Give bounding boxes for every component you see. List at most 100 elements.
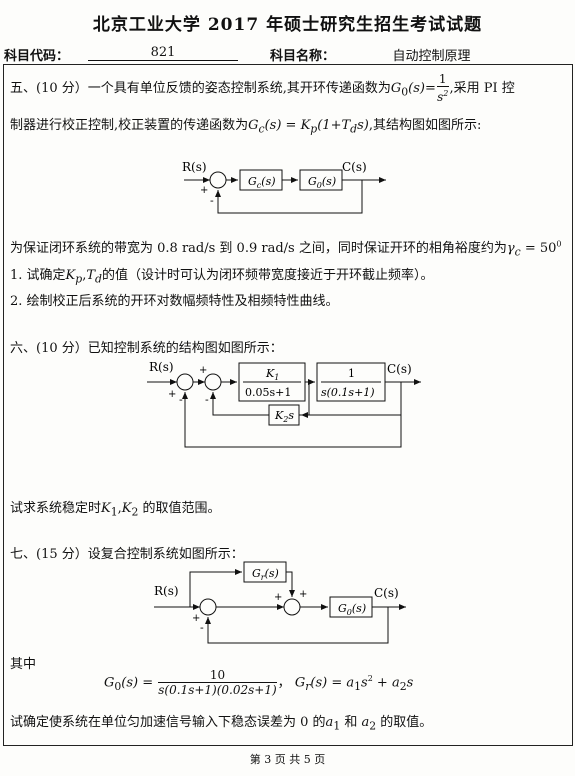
q5-s: s) (357, 118, 369, 133)
q7-ask-a1: a (325, 715, 334, 730)
q7-g0-mid: (s) = (121, 675, 154, 691)
q6-plus-2: + (199, 365, 207, 376)
subject-name-value: 自动控制原理 (354, 45, 509, 65)
q6-plus-1: + (168, 389, 176, 400)
q5-gc: G (248, 118, 259, 133)
subject-info: 科目代码： 821 科目名称： 自动控制原理 (4, 43, 572, 65)
q7-ask-a1sub: 1 (333, 719, 341, 733)
q5-frac-den: s2 (437, 87, 449, 104)
q5-line2-b: ,其结构图如图所示: (368, 118, 482, 133)
q6-k1-den: 0.05s+1 (245, 386, 291, 399)
q7-output-label: C(s) (374, 586, 399, 600)
q6-ask-a: 试求系统稳定时 (10, 501, 102, 516)
q5-req-deg: 0 (556, 239, 562, 249)
q7-gr-t3: s (406, 675, 414, 691)
q7-gr-s2: 2 (399, 680, 407, 694)
q5-gamma: γ (506, 241, 515, 256)
q5-item1-b: 的值（设计时可认为闭环频带宽度接近于开环截止频率）。 (101, 268, 434, 283)
q6-minus-1: - (179, 393, 183, 406)
q5-gs: (s)= (408, 81, 436, 96)
q5-gc-sub: c (258, 122, 265, 136)
q6-ask-k1: K (101, 501, 111, 516)
q6-ask-k2sub: 2 (131, 505, 139, 519)
q5-line2: 制器进行校正控制,校正装置的传递函数为Gc(s) = Kp(1+Tds),其结构… (10, 114, 481, 136)
subject-code-value: 821 (88, 45, 238, 61)
q7-ask-and: 和 (340, 715, 362, 730)
q7-ask-a2sub: 2 (369, 719, 377, 733)
q5-line2-a: 制器进行校正控制,校正装置的传递函数为 (10, 118, 249, 133)
exam-title: 北京工业大学 2017 年硕士研究生招生考试试题 (92, 15, 483, 35)
q7-g0-den: s(0.1s+1)(0.02s+1) (158, 683, 277, 697)
q7-ask-a2: a (361, 715, 370, 730)
q7-g0-num: 10 (158, 669, 277, 683)
q5-req-val: = 50 (520, 241, 557, 256)
q5-kp-sub: p (310, 122, 318, 136)
q7-sum-1 (199, 598, 217, 616)
q5-input-label: R(s) (182, 160, 207, 174)
q6-k2s-label: K2s (274, 409, 294, 424)
q5-item2: 2. 绘制校正后系统的开环对数幅频特性及相频特性曲线。 (10, 294, 339, 309)
q6-ask: 试求系统稳定时K1,K2 的取值范围。 (10, 497, 221, 519)
q7-gr-label: Gr(s) (252, 567, 279, 582)
q5-minus: - (210, 194, 214, 207)
q7-plus-2: + (274, 592, 282, 603)
q5-td: (1+T (317, 118, 351, 133)
q6-ask-b: 的取值范围。 (138, 501, 221, 516)
q7-sep: ， (277, 675, 291, 691)
page-footer: 第 3 页 共 5 页 (249, 753, 326, 766)
q5-g: G (390, 81, 402, 96)
q5-g-sub: 0 (401, 85, 409, 99)
q5-item1-k: K (65, 268, 76, 283)
q5-item1-a: 1. 试确定 (10, 268, 66, 283)
q5-requirement: 为保证闭环系统的带宽为 0.8 rad/s 到 0.9 rad/s 之间，同时保… (10, 237, 561, 259)
q5-gamma-sub: c (514, 245, 521, 259)
q6-plant-num: 1 (348, 367, 355, 380)
q6-input-label: R(s) (149, 360, 174, 374)
q5-td-sub: d (350, 122, 358, 136)
q7-sum-2 (283, 598, 301, 616)
q6-ask-k1sub: 1 (110, 505, 118, 519)
q5-text-e: ,采用 PI 控 (449, 81, 515, 96)
q7-gr-t1: s (361, 675, 368, 691)
q6-block-diagram: R(s) + - + - K1 0.05s+1 1 s(0.1s+1) C(s)… (147, 360, 421, 448)
q7-gr-s1: 1 (354, 680, 362, 694)
q7-where: 其中 (10, 657, 37, 672)
q6-sum-2 (204, 373, 222, 391)
q5-block-diagram: R(s) + - Gc(s) G0(s) C(s) (182, 160, 386, 214)
q5-frac-num: 1 (436, 72, 449, 87)
q5-item1: 1. 试确定Kp,Td的值（设计时可认为闭环频带宽度接近于开环截止频率）。 (10, 264, 433, 286)
q7-ask-a: 试确定使系统在单位匀加速信号输入下稳态误差为 0 的 (10, 715, 326, 730)
q5-gc-block-label: Gc(s) (248, 175, 276, 190)
q7-plus-1: + (192, 613, 200, 624)
q7-g0-sub: 0 (114, 680, 122, 694)
q7-plus-3: + (299, 589, 307, 600)
q6-minus-2: - (205, 393, 209, 406)
q7-line: 七、(15 分）设复合控制系统如图所示： (10, 547, 244, 562)
q6-ask-comma: , (117, 501, 122, 516)
q5-item1-comma: , (82, 268, 87, 283)
q5-frac-den-s: s (437, 90, 444, 104)
q7-g0-label: G0(s) (338, 602, 366, 617)
subject-code-label: 科目代码： (4, 49, 70, 64)
q7-gr-t2: + a (372, 675, 400, 691)
q7-gr-lhs: G (294, 675, 306, 691)
q6-line: 六、(10 分）已知控制系统的结构图如图所示： (10, 341, 283, 356)
q5-item1-tsub: d (95, 272, 102, 286)
q7-gr-exp: 2 (367, 674, 373, 684)
q7-ask: 试确定使系统在单位匀加速信号输入下稳态误差为 0 的a1 和 a2 的取值。 (10, 711, 432, 733)
q5-frac-exp: 2 (443, 89, 449, 98)
q5-plus: + (200, 185, 208, 196)
q5-sum-junction (209, 171, 227, 189)
q7-gr-sub: r (305, 680, 311, 694)
q5-item1-ksub: p (75, 272, 83, 286)
q5-g0-block-label: G0(s) (308, 175, 336, 190)
q6-k1-num: K1 (265, 367, 279, 382)
q5-req-text: 为保证闭环系统的带宽为 0.8 rad/s 到 0.9 rad/s 之间，同时保… (10, 241, 507, 256)
q7-ask-b: 的取值。 (376, 715, 433, 730)
subject-name-label: 科目名称： (270, 49, 336, 64)
